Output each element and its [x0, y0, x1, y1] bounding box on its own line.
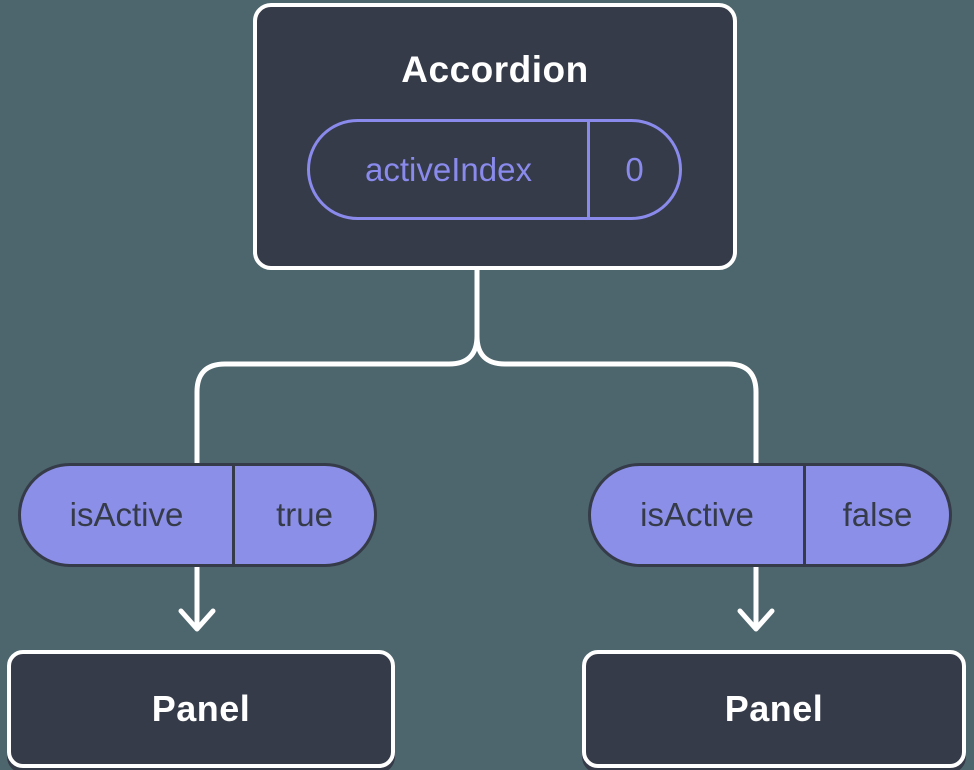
state-value-label: 0 [625, 150, 644, 188]
arrowhead-right-icon [737, 608, 775, 632]
prop-pill-right: isActive false [588, 463, 952, 567]
state-pill-divider [587, 122, 590, 217]
prop-pill-left: isActive true [18, 463, 377, 567]
connector-right-branch [474, 267, 759, 629]
accordion-node-title: Accordion [401, 49, 589, 90]
prop-value-label: true [276, 496, 333, 533]
panel-node-left: Panel [7, 650, 395, 768]
prop-value-label: false [842, 496, 913, 533]
prop-name-label: isActive [69, 496, 184, 533]
accordion-node: Accordion activeIndex 0 [253, 3, 737, 270]
state-name-label: activeIndex [365, 150, 532, 188]
prop-name-label: isActive [640, 496, 754, 533]
arrowhead-left-icon [178, 608, 216, 632]
panel-node-right: Panel [582, 650, 966, 768]
prop-pill-divider [803, 466, 806, 564]
connector-left-branch [194, 267, 480, 629]
prop-pill-divider [232, 466, 235, 564]
state-pill: activeIndex 0 [307, 119, 682, 220]
